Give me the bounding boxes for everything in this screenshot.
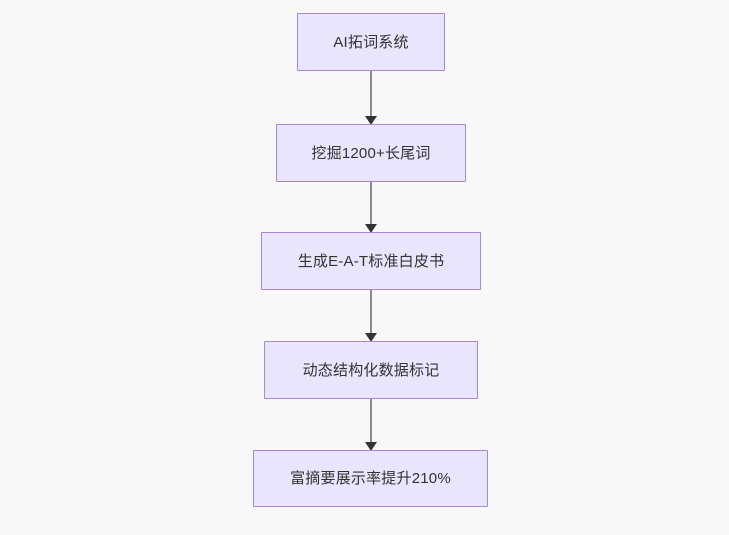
edge-n1-n2 — [365, 71, 377, 125]
edge-n3-n4 — [365, 290, 377, 342]
edge-n4-n5 — [365, 399, 377, 451]
flowchart-node-eat-whitepaper[interactable]: 生成E-A-T标准白皮书 — [261, 232, 481, 290]
flowchart-node-ai-keyword-system[interactable]: AI拓词系统 — [297, 13, 445, 71]
arrowhead-icon — [365, 333, 377, 342]
node-label: 生成E-A-T标准白皮书 — [297, 252, 445, 270]
arrowhead-icon — [365, 442, 377, 451]
flowchart-node-structured-data-markup[interactable]: 动态结构化数据标记 — [264, 341, 478, 399]
node-label: AI拓词系统 — [333, 33, 409, 51]
flowchart-node-rich-snippet-result[interactable]: 富摘要展示率提升210% — [253, 450, 488, 507]
node-label: 挖掘1200+长尾词 — [311, 144, 431, 162]
flowchart-node-longtail-keywords[interactable]: 挖掘1200+长尾词 — [276, 124, 466, 182]
node-label: 富摘要展示率提升210% — [290, 470, 451, 487]
edge-n2-n3 — [365, 182, 377, 233]
arrowhead-icon — [365, 224, 377, 233]
node-label: 动态结构化数据标记 — [302, 361, 440, 379]
arrowhead-icon — [365, 116, 377, 125]
